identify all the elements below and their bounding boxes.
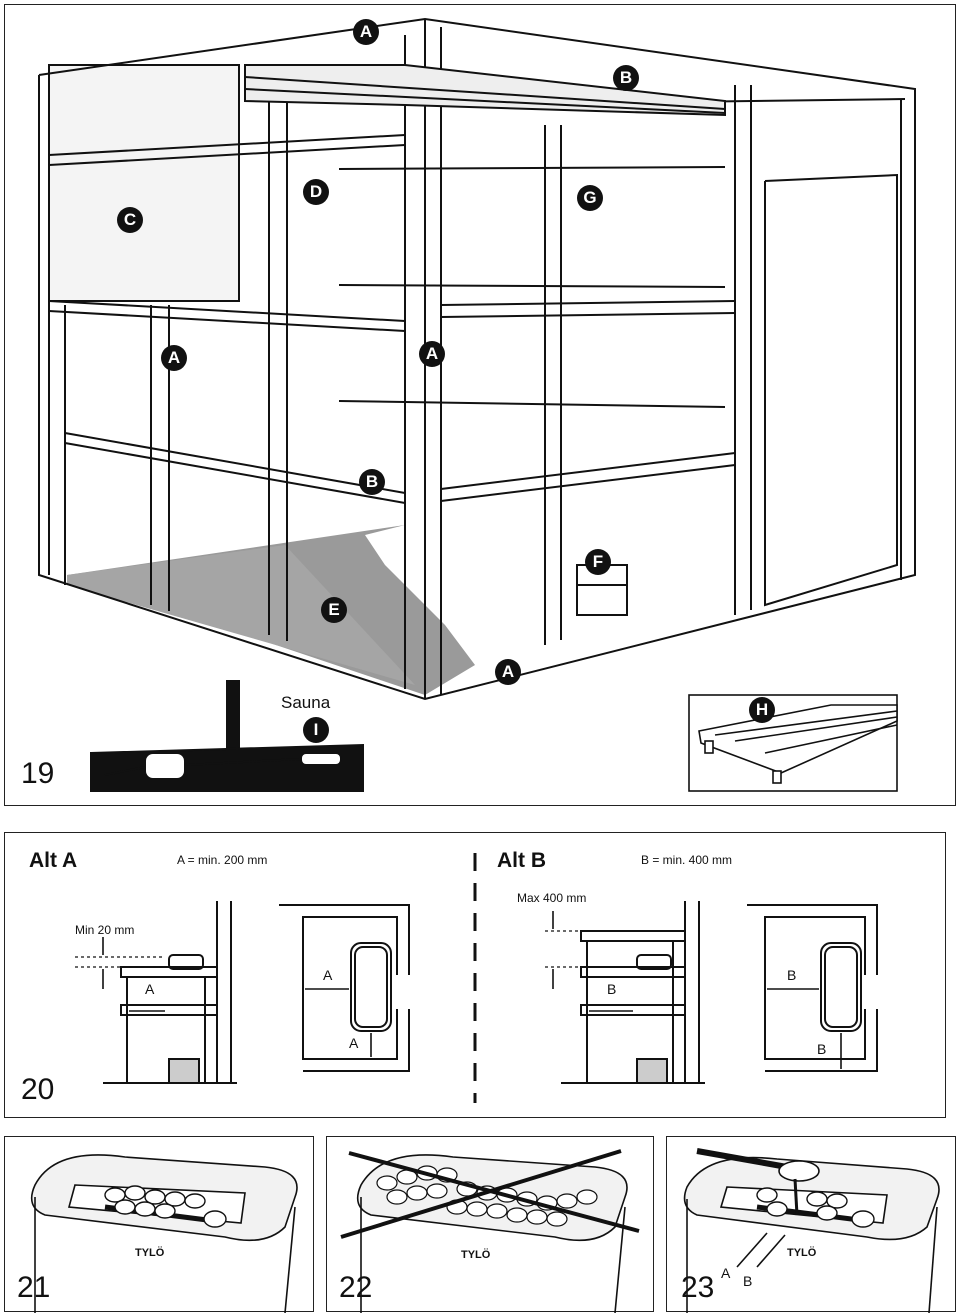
- callout-i-sauna: I: [303, 717, 329, 743]
- figure-19-panel: A B C D G A A B F E A H I Sauna 19: [4, 4, 956, 806]
- alt-b-dim-top-front: B: [817, 1041, 827, 1057]
- figure-21-panel: TYLÖ 21: [4, 1136, 314, 1313]
- callout-g-rail: G: [577, 185, 603, 211]
- alt-b-rule: B = min. 400 mm: [641, 853, 733, 867]
- alt-a-title: Alt A: [29, 849, 78, 872]
- figure-number-19: 19: [21, 757, 55, 790]
- callout-b-ceiling: B: [613, 65, 639, 91]
- heater-water-pouring: [683, 1148, 940, 1313]
- figure-number-20: 20: [21, 1073, 55, 1106]
- callout-f-support: F: [585, 549, 611, 575]
- callout-e-floor: E: [321, 597, 347, 623]
- alt-b-max-label: Max 400 mm: [517, 891, 587, 905]
- figure-22-panel: TYLÖ 22: [326, 1136, 654, 1313]
- alt-a-dim-top-front: A: [349, 1035, 359, 1051]
- alt-b-title: Alt B: [497, 849, 546, 872]
- brand-logo-23: TYLÖ: [787, 1247, 817, 1259]
- alt-a-min-label: Min 20 mm: [75, 923, 135, 937]
- alt-a-dim-top-side: A: [323, 967, 333, 983]
- figure-number-23: 23: [681, 1271, 715, 1304]
- alt-a-dim-side: A: [145, 981, 155, 997]
- alt-b-dim-side: B: [607, 981, 617, 997]
- callout-a-top: A: [353, 19, 379, 45]
- sauna-label: Sauna: [281, 693, 331, 712]
- sauna-frame-drawing: [38, 17, 916, 792]
- figure-20-panel: Alt A A = min. 200 mm Min 20 mm A A A Al…: [4, 832, 946, 1118]
- alt-b-dim-top-side: B: [787, 967, 797, 983]
- clearance-diagrams: [75, 853, 878, 1103]
- alt-a-rule: A = min. 200 mm: [177, 853, 268, 867]
- callout-b-rail: B: [359, 469, 385, 495]
- heater-stones-correct: [30, 1154, 298, 1313]
- callout-a-corner: A: [419, 341, 445, 367]
- figure-number-22: 22: [339, 1271, 373, 1304]
- callout-c-insulation: C: [117, 207, 143, 233]
- figure-number-21: 21: [17, 1271, 51, 1304]
- label-a-23: A: [721, 1265, 731, 1281]
- label-b-23: B: [743, 1273, 753, 1289]
- callout-h-bench: H: [749, 697, 775, 723]
- callout-a-bottom: A: [495, 659, 521, 685]
- brand-logo-21: TYLÖ: [135, 1247, 165, 1259]
- callout-d-vapor-barrier: D: [303, 179, 329, 205]
- callout-a-left: A: [161, 345, 187, 371]
- brand-logo-22: TYLÖ: [461, 1249, 491, 1261]
- figure-23-panel: TYLÖ A B 23: [666, 1136, 956, 1313]
- heater-stones-incorrect: [340, 1149, 640, 1313]
